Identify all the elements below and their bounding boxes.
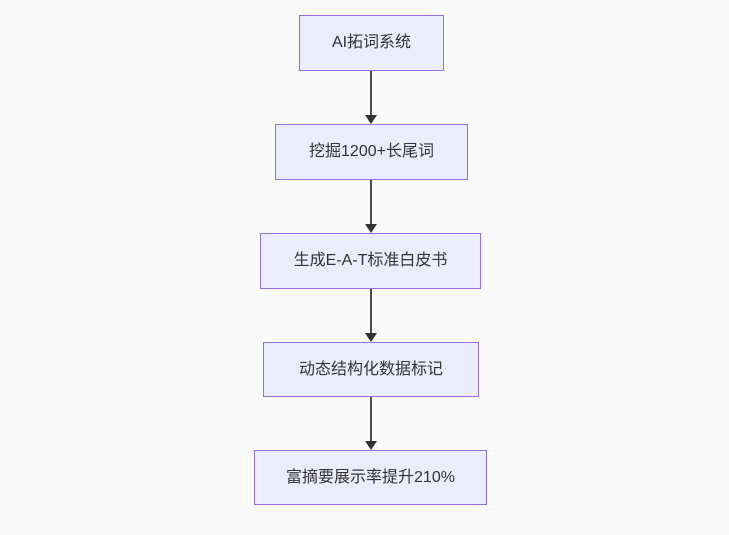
edge-line	[370, 397, 372, 441]
node-label: 动态结构化数据标记	[298, 360, 443, 378]
flowchart-edge-4	[365, 397, 377, 450]
node-label: AI拓词系统	[331, 34, 412, 51]
edge-line	[370, 180, 372, 224]
flowchart-node-longtail-mining: 挖掘1200+长尾词	[275, 124, 468, 180]
node-label: 富摘要展示率提升210%	[286, 468, 455, 486]
arrow-down-icon	[365, 333, 377, 342]
flowchart-edge-3	[365, 289, 377, 342]
edge-line	[370, 71, 372, 115]
node-label: 生成E-A-T标准白皮书	[293, 252, 448, 269]
arrow-down-icon	[365, 115, 377, 124]
flowchart-node-structured-data: 动态结构化数据标记	[263, 342, 479, 397]
flowchart-edge-2	[365, 180, 377, 233]
node-label: 挖掘1200+长尾词	[309, 143, 434, 160]
flowchart-node-rich-snippet-result: 富摘要展示率提升210%	[254, 450, 487, 505]
flowchart-edge-1	[365, 71, 377, 124]
edge-line	[370, 289, 372, 333]
flowchart-node-ai-word-system: AI拓词系统	[299, 15, 444, 71]
flowchart-node-eat-whitepaper: 生成E-A-T标准白皮书	[260, 233, 481, 289]
arrow-down-icon	[365, 441, 377, 450]
arrow-down-icon	[365, 224, 377, 233]
